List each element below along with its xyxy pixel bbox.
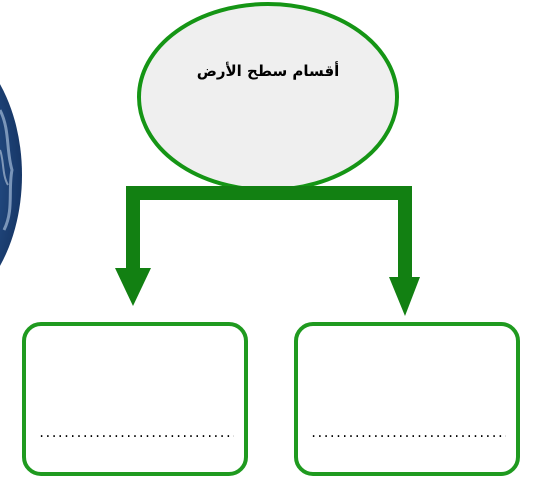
globe-icon xyxy=(0,84,22,266)
answer-box-right xyxy=(294,322,520,476)
answer-box-left xyxy=(22,322,248,476)
answer-line-right[interactable]: ........................................… xyxy=(310,426,506,440)
right-arrow-head xyxy=(389,277,420,316)
left-arrow-head xyxy=(115,268,151,306)
root-ellipse xyxy=(137,2,399,192)
connector-lines xyxy=(126,186,412,281)
answer-line-left[interactable]: ........................................… xyxy=(38,426,234,440)
root-label: أقسام سطح الأرض xyxy=(197,61,340,80)
